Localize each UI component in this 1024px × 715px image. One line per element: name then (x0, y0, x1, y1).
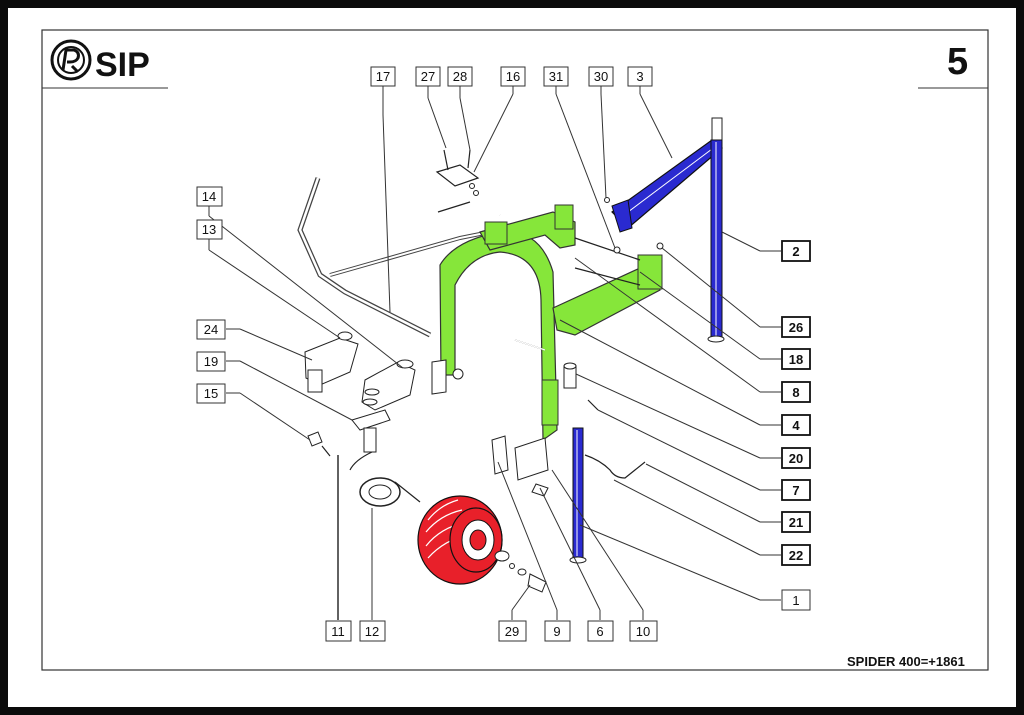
post-1 (569, 427, 587, 564)
callout-30-label: 30 (594, 69, 608, 84)
callout-27: 27 (415, 66, 441, 87)
callout-28: 28 (447, 66, 473, 87)
parts-diagram-sheet: SIP 5 SPIDER 400=+1861 (8, 8, 1016, 707)
callout-22-label: 22 (789, 548, 803, 563)
callout-13: 13 (196, 219, 223, 240)
callout-24-label: 24 (204, 322, 218, 337)
callout-19: 19 (196, 351, 226, 372)
callout-21-label: 21 (789, 515, 803, 530)
caster-bracket-13 (304, 331, 359, 393)
callout-26: 26 (781, 316, 811, 338)
brand-name: SIP (95, 46, 150, 84)
callout-19-label: 19 (204, 354, 218, 369)
leader-lines (208, 86, 781, 620)
callout-7-label: 7 (792, 483, 799, 498)
page-number: 5 (947, 41, 968, 83)
model-label: SPIDER 400=+1861 (847, 654, 965, 669)
callout-11-label: 11 (331, 624, 345, 639)
pin-20 (563, 362, 577, 389)
callout-31-label: 31 (549, 69, 563, 84)
callout-10-label: 10 (636, 624, 650, 639)
callout-12-label: 12 (365, 624, 379, 639)
callout-16: 16 (500, 66, 526, 87)
callout-2-label: 2 (792, 244, 799, 259)
callout-31: 31 (543, 66, 569, 87)
callout-30: 30 (588, 66, 614, 87)
callout-22: 22 (781, 544, 811, 566)
callout-20: 20 (781, 447, 811, 469)
callout-1-label: 1 (792, 593, 799, 608)
callout-2: 2 (781, 240, 811, 262)
post-2 (707, 117, 725, 343)
callout-1: 1 (781, 589, 811, 611)
callout-3-label: 3 (636, 69, 643, 84)
bracket-16 (435, 149, 480, 196)
callout-14-label: 14 (202, 189, 216, 204)
callout-12: 12 (359, 620, 386, 642)
sip-logo: SIP (50, 39, 150, 84)
callout-4-label: 4 (792, 418, 800, 433)
callout-9: 9 (544, 620, 571, 642)
wheel (417, 495, 503, 585)
callout-15-label: 15 (204, 386, 218, 401)
callout-26-label: 26 (789, 320, 803, 335)
callout-10: 10 (629, 620, 658, 642)
callout-11: 11 (325, 620, 352, 642)
callout-3: 3 (627, 66, 653, 87)
callout-4: 4 (781, 414, 811, 436)
callout-20-label: 20 (789, 451, 803, 466)
callout-6-label: 6 (596, 624, 603, 639)
callout-27-label: 27 (421, 69, 435, 84)
callout-21: 21 (781, 511, 811, 533)
parts-diagram: SIP 5 SPIDER 400=+1861 (41, 29, 989, 671)
callout-6: 6 (587, 620, 614, 642)
callout-8-label: 8 (792, 385, 799, 400)
callout-17-label: 17 (376, 69, 390, 84)
caster-bracket-14 (361, 359, 416, 411)
page-frame (41, 29, 989, 671)
callout-17: 17 (370, 66, 396, 87)
callout-13-label: 13 (202, 222, 216, 237)
callout-18: 18 (781, 348, 811, 370)
callout-15: 15 (196, 383, 226, 404)
callout-14: 14 (196, 186, 223, 207)
callout-18-label: 18 (789, 352, 803, 367)
callout-29-label: 29 (505, 624, 519, 639)
guard-tube (297, 153, 501, 338)
callout-8: 8 (781, 381, 811, 403)
caster-fork-12 (349, 451, 421, 507)
callout-29: 29 (498, 620, 527, 642)
callout-7: 7 (781, 479, 811, 501)
arm-3 (611, 139, 723, 233)
nut-29 (527, 573, 547, 593)
callout-16-label: 16 (506, 69, 520, 84)
main-frame (431, 204, 663, 442)
callout-9-label: 9 (553, 624, 560, 639)
callout-24: 24 (196, 319, 226, 340)
callout-28-label: 28 (453, 69, 467, 84)
